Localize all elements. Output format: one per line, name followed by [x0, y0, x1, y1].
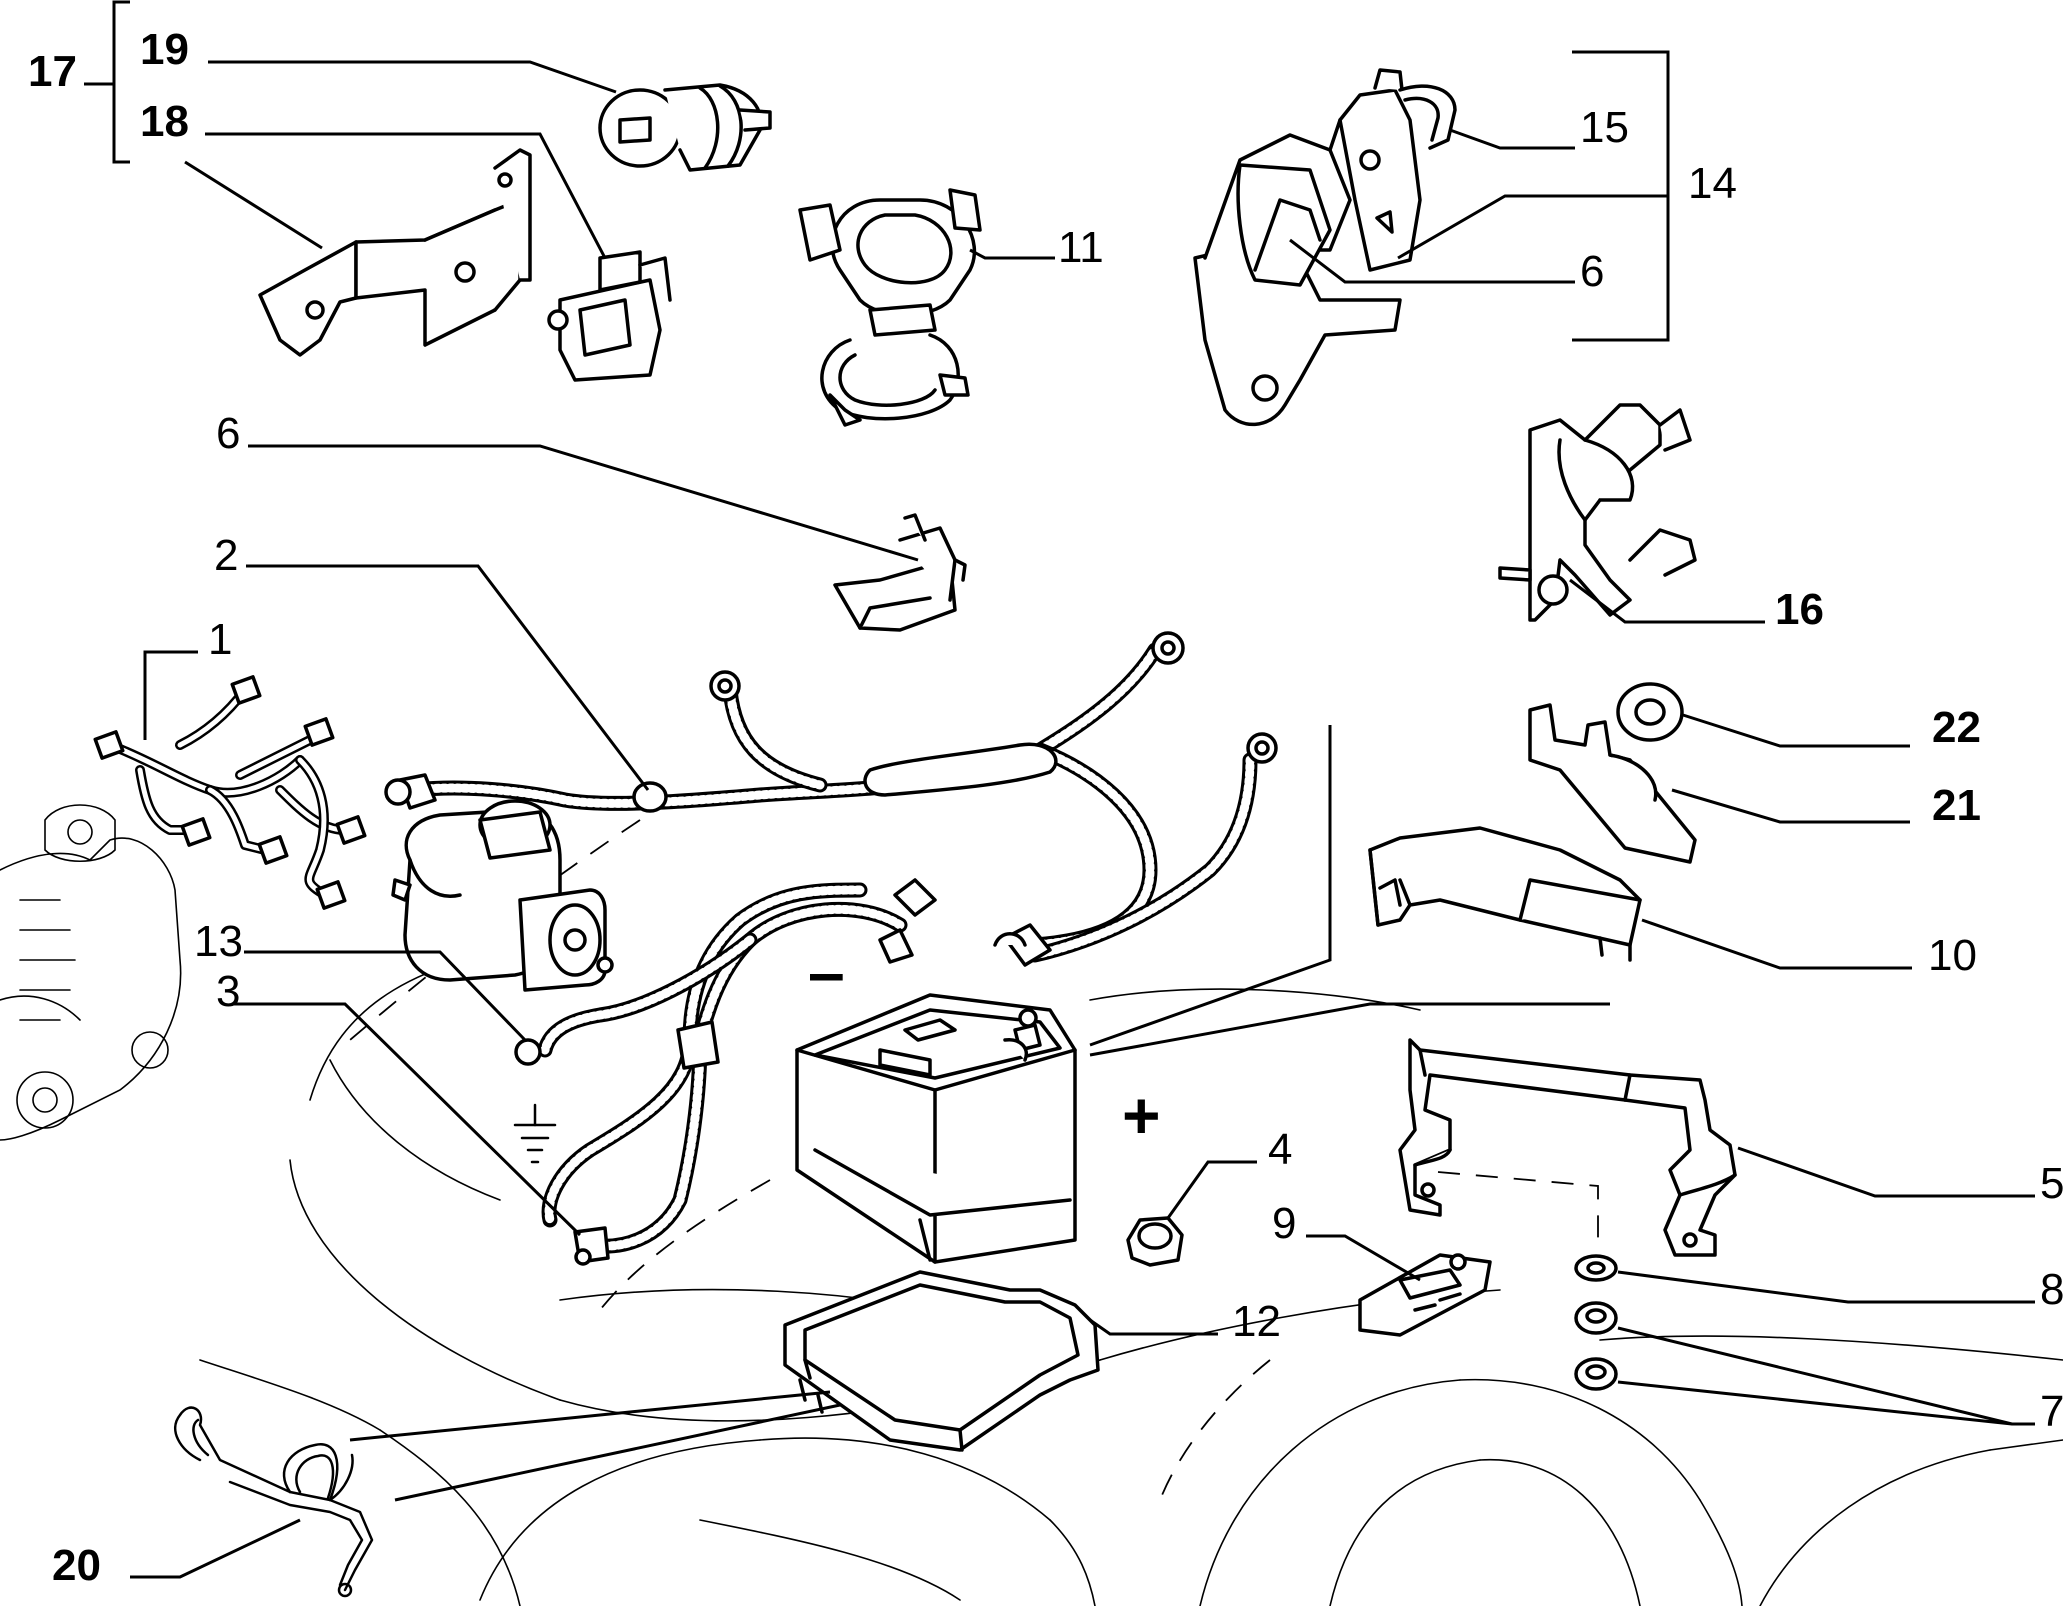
- callout-8: 8: [2040, 1265, 2063, 1314]
- cable-clip-11-part: [798, 188, 982, 427]
- leader-battery-pointer-2: [1089, 1002, 1610, 1057]
- callout-17: 17: [28, 47, 77, 96]
- negative-terminal-sign: –: [808, 935, 845, 1009]
- callout-6-lower: 6: [216, 409, 240, 458]
- callout-3: 3: [216, 967, 240, 1016]
- leader-19: [208, 60, 617, 94]
- wire-clip-20-part: [174, 1406, 374, 1598]
- leader-battery-pointer: [1089, 725, 1332, 1047]
- leader-1: [143, 650, 198, 740]
- leader-20: [130, 1518, 301, 1579]
- alternator-outline: [0, 804, 182, 1141]
- dashed-line-strap: [1437, 1171, 1599, 1250]
- callout-10: 10: [1928, 931, 1977, 980]
- callout-7: 7: [2040, 1387, 2063, 1436]
- callout-6-upper: 6: [1580, 247, 1604, 296]
- leader-13: [244, 950, 527, 1042]
- leader-16: [1569, 578, 1765, 624]
- leader-21: [1671, 788, 1910, 824]
- battery-clamp-bracket-14-part: [1193, 88, 1422, 427]
- callout-16: 16: [1775, 585, 1824, 634]
- clip-6-part: [833, 513, 967, 632]
- car-body-outline: [199, 819, 2063, 1606]
- nut-7a-part: [1574, 1301, 1618, 1335]
- hold-down-strap-5-part: [1398, 1038, 1737, 1257]
- leader-6-lower: [248, 444, 919, 562]
- plate-21-part: [1528, 703, 1697, 864]
- battery-part: [795, 993, 1077, 1264]
- battery-clamp-16-part: [1498, 403, 1697, 622]
- bracket-group-17: [84, 0, 130, 164]
- starter-motor-part: [391, 799, 614, 992]
- leader-2: [246, 564, 650, 791]
- nut-7b-part: [1574, 1357, 1618, 1391]
- battery-cable-harness-2: [384, 631, 1278, 1266]
- hold-down-9-part: [1358, 1253, 1492, 1337]
- callout-14: 14: [1688, 159, 1737, 208]
- leader-9: [1306, 1234, 1421, 1282]
- callout-15: 15: [1580, 103, 1629, 152]
- leader-22: [1682, 713, 1910, 748]
- clip-18-part: [547, 250, 672, 382]
- clip-19-part: [598, 83, 772, 172]
- callout-4: 4: [1268, 1125, 1292, 1174]
- callout-12: 12: [1232, 1297, 1281, 1346]
- leader-14: [1397, 194, 1668, 260]
- leader-12-lower: [349, 1390, 841, 1502]
- ground-symbol: [513, 1103, 557, 1164]
- callout-22: 22: [1932, 703, 1981, 752]
- washer-8-part: [1574, 1254, 1618, 1282]
- leader-7: [1617, 1326, 2035, 1426]
- leader-17-bracket: [184, 160, 323, 250]
- leader-18: [205, 132, 607, 259]
- callout-2: 2: [214, 531, 238, 580]
- leader-3: [232, 1002, 582, 1237]
- leader-12: [1089, 1318, 1218, 1336]
- leader-8: [1617, 1270, 2035, 1304]
- engine-wiring-harness-1: [93, 675, 367, 910]
- mounting-bracket-part: [258, 148, 532, 357]
- clip-15-part: [1373, 68, 1457, 150]
- callout-9: 9: [1272, 1199, 1296, 1248]
- leader-5: [1737, 1146, 2035, 1198]
- battery-tray-12-part: [783, 1270, 1100, 1452]
- positive-terminal-sign: +: [1122, 1078, 1161, 1152]
- leader-10: [1641, 918, 1912, 970]
- callout-13: 13: [194, 917, 243, 966]
- callout-20: 20: [52, 1541, 101, 1590]
- leader-4: [1166, 1160, 1257, 1219]
- callout-11: 11: [1058, 223, 1104, 272]
- leader-11: [969, 248, 1055, 260]
- callout-1: 1: [208, 615, 232, 664]
- nut-22-part: [1616, 682, 1684, 742]
- callout-21: 21: [1932, 781, 1981, 830]
- callout-5: 5: [2040, 1159, 2063, 1208]
- callout-19: 19: [140, 25, 189, 74]
- leader-15: [1449, 128, 1575, 150]
- callout-labels: 17 19 18 11 15 14 6 6 2 1 16 22 21 10 13…: [28, 25, 2063, 1590]
- battery-cover-10-part: [1368, 826, 1642, 962]
- leader-6-upper: [1289, 238, 1575, 284]
- nut-4-part: [1126, 1216, 1184, 1267]
- callout-18: 18: [140, 97, 189, 146]
